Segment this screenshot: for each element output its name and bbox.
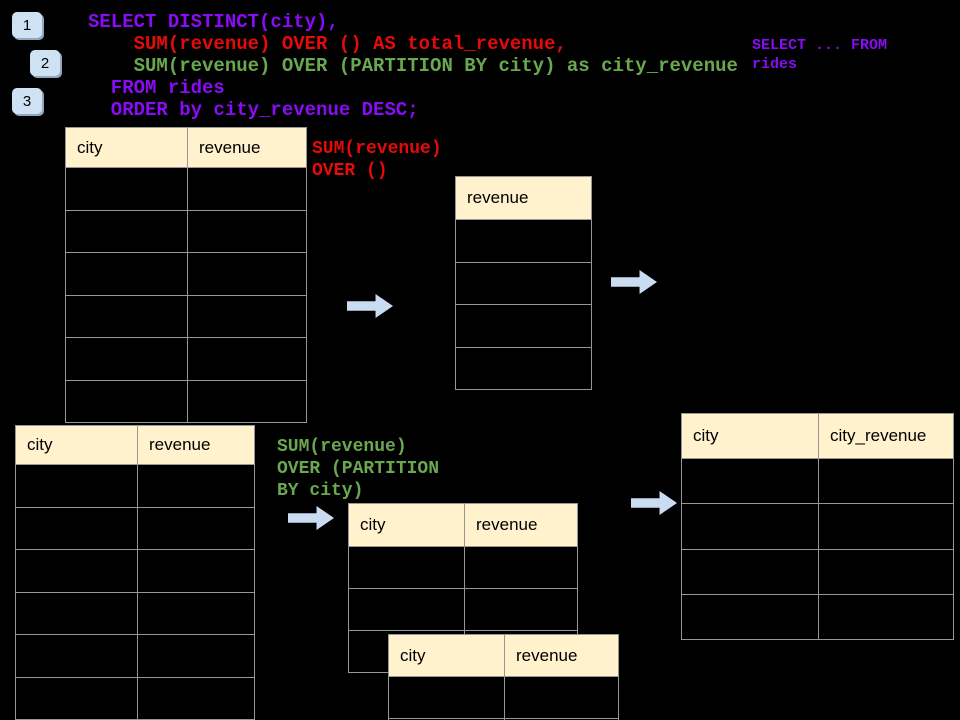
table-header-row: city city_revenue [682, 414, 953, 458]
table-final-result: city city_revenue [681, 413, 954, 640]
table-row [456, 261, 591, 305]
sql-line-total-revenue: SUM(revenue) OVER () AS total_revenue, [88, 33, 567, 55]
table-row [349, 588, 577, 630]
table-row [456, 346, 591, 390]
table-source-rides-top: city revenue [65, 127, 307, 423]
table-row [16, 464, 254, 507]
table-row [16, 549, 254, 592]
column-header-city: city [27, 435, 53, 454]
table-header-row: city revenue [389, 635, 618, 676]
sql-line-from: FROM rides [88, 77, 225, 99]
table-row [16, 591, 254, 634]
table-row [456, 304, 591, 347]
sql-line-select: SELECT DISTINCT(city), [88, 11, 339, 33]
table-row [389, 676, 618, 718]
table-row [16, 506, 254, 549]
table-header-row: revenue [456, 177, 591, 219]
table-partition-overlay: city revenue [388, 634, 619, 720]
table-row [682, 548, 953, 594]
table-row [66, 209, 306, 252]
table-row [456, 219, 591, 262]
table-row [66, 294, 306, 337]
step-badge-1: 1 [12, 12, 42, 38]
table-source-rides-bottom: city revenue [15, 425, 255, 720]
table-row [682, 593, 953, 639]
flow-arrow-right-icon [288, 506, 334, 530]
column-header-revenue: revenue [187, 128, 306, 167]
table-row [16, 676, 254, 719]
flow-arrow-right-icon [611, 270, 657, 294]
sql-line-order-by: ORDER by city_revenue DESC; [88, 99, 419, 121]
table-row [66, 337, 306, 380]
step-badge-3: 3 [12, 88, 42, 114]
table-header-row: city revenue [66, 128, 306, 167]
sql-query-code: SELECT DISTINCT(city), SUM(revenue) OVER… [88, 11, 738, 121]
column-header-revenue: revenue [467, 188, 529, 207]
column-header-city: city [360, 515, 386, 534]
annotation-sum-over-all: SUM(revenue) OVER () [312, 139, 442, 181]
column-header-city: city [693, 426, 719, 445]
column-header-revenue: revenue [464, 504, 577, 546]
table-row [682, 503, 953, 549]
table-row [16, 634, 254, 677]
table-total-revenue-result: revenue [455, 176, 592, 390]
column-header-revenue: revenue [137, 426, 254, 464]
table-row [66, 252, 306, 295]
table-row [66, 167, 306, 210]
flow-arrow-right-icon [347, 294, 393, 318]
annotation-sum-over-partition: SUM(revenue) OVER (PARTITION BY city) [277, 437, 440, 501]
column-header-city: city [77, 137, 103, 157]
flow-arrow-right-icon [631, 491, 677, 515]
step-badge-2: 2 [30, 50, 60, 76]
column-header-revenue: revenue [504, 635, 618, 676]
table-header-row: city revenue [349, 504, 577, 546]
sql-line-city-revenue: SUM(revenue) OVER (PARTITION BY city) as… [88, 55, 738, 77]
table-header-row: city revenue [16, 426, 254, 464]
table-partition-step: city revenue [348, 503, 578, 673]
side-note-select-from-rides: SELECT ... FROM rides [752, 37, 888, 73]
column-header-city: city [400, 645, 426, 665]
column-header-city-revenue: city_revenue [818, 414, 953, 458]
table-row [66, 379, 306, 422]
table-row [349, 546, 577, 588]
table-row [682, 458, 953, 504]
